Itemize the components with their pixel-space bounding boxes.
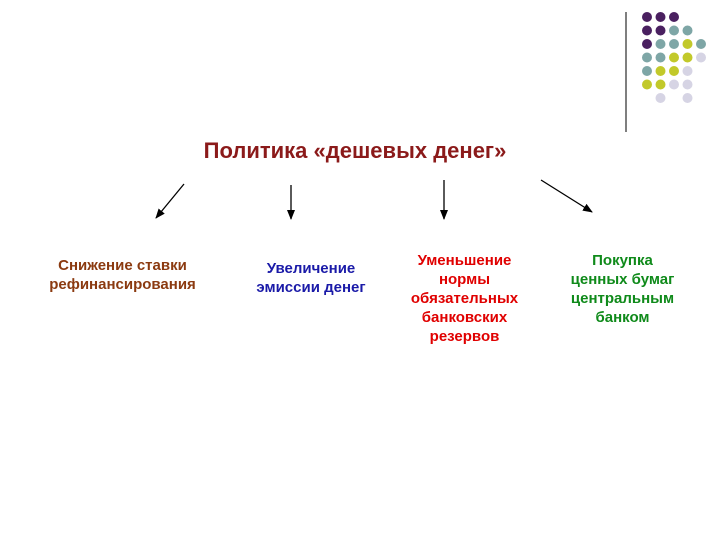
decorative-dot: [696, 52, 706, 63]
decorative-dot: [655, 25, 666, 36]
decorative-dot: [642, 12, 652, 22]
item-securities-purchase: Покупка ценных бумаг центральным банком: [570, 252, 675, 326]
decorative-dot: [655, 52, 666, 63]
decorative-dot: [642, 79, 652, 90]
item-refinancing-rate-cut: Снижение ставки рефинансирования: [49, 257, 196, 293]
item-money-emission-increase: Увеличение эмиссии денег: [256, 260, 366, 296]
diagram-title: Политика «дешевых денег»: [203, 138, 507, 163]
decorative-dot: [682, 39, 693, 49]
decorative-dot: [669, 12, 679, 22]
decorative-dot: [642, 25, 652, 36]
decorative-dot: [696, 39, 706, 49]
decorative-dot: [655, 39, 666, 49]
decorative-dot: [655, 93, 666, 103]
arrow-to-item-4: [540, 179, 593, 213]
decorative-dot: [682, 93, 693, 103]
decorative-dot: [669, 25, 679, 36]
decorative-vertical-line: [625, 12, 627, 132]
arrow-to-item-1: [155, 183, 185, 219]
decorative-dot: [655, 12, 666, 22]
decorative-dot: [682, 79, 693, 90]
decorative-dot: [669, 66, 679, 76]
decorative-dot: [682, 52, 693, 63]
decorative-dot: [642, 52, 652, 63]
decorative-dot: [642, 39, 652, 49]
decorative-dot: [669, 79, 679, 90]
decorative-dot: [655, 79, 666, 90]
decorative-dot: [682, 25, 693, 36]
decorative-dot: [669, 39, 679, 49]
decorative-dot: [669, 52, 679, 63]
decorative-dot: [655, 66, 666, 76]
decorative-dot: [682, 66, 693, 76]
decorative-dot: [642, 66, 652, 76]
item-reserve-requirement-cut: Уменьшение нормы обязательных банковских…: [410, 252, 519, 345]
